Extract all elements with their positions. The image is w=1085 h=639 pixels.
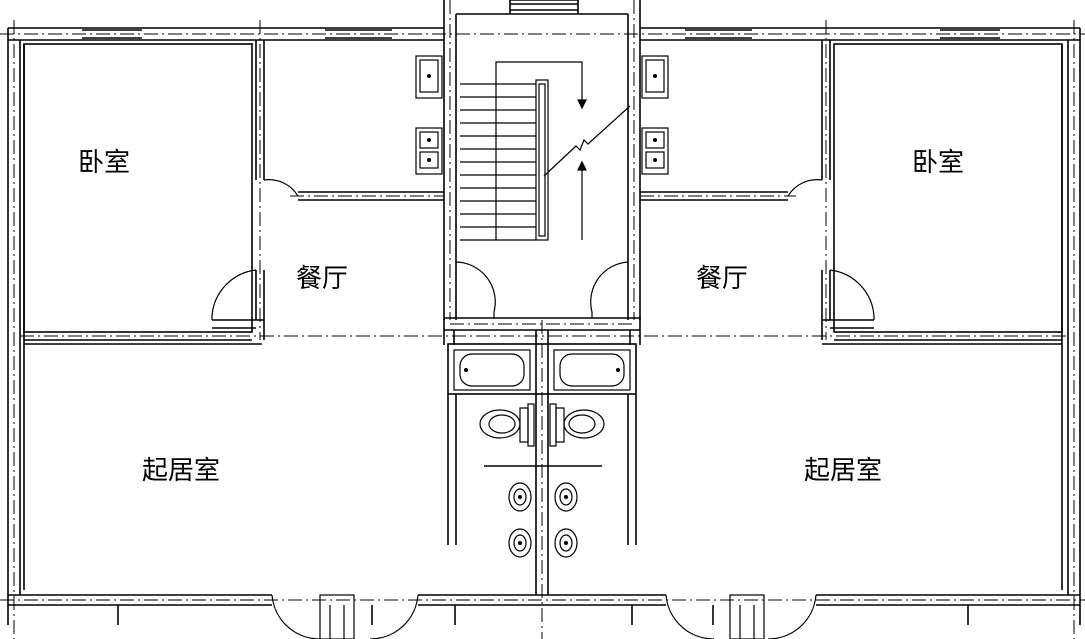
room-label-bedroom-right: 卧室: [912, 148, 965, 178]
toilet-left: [479, 403, 535, 447]
bathtub-right: [553, 349, 631, 391]
outer-walls: [7, 27, 1081, 625]
washbasins: [508, 482, 578, 558]
bathtub-left: [453, 349, 531, 391]
room-label-bedroom-left: 卧室: [78, 148, 131, 178]
staircase: [460, 61, 631, 241]
room-label-dining-left: 餐厅: [296, 264, 349, 294]
room-label-living-right: 起居室: [804, 456, 883, 486]
kitchen-dots: [427, 74, 657, 162]
room-label-dining-right: 餐厅: [696, 264, 749, 294]
kitchen-fixtures: [415, 55, 669, 175]
toilet-right: [549, 403, 605, 447]
room-label-living-left: 起居室: [142, 456, 221, 486]
interior-walls: [23, 0, 1063, 595]
doors: [211, 179, 875, 639]
